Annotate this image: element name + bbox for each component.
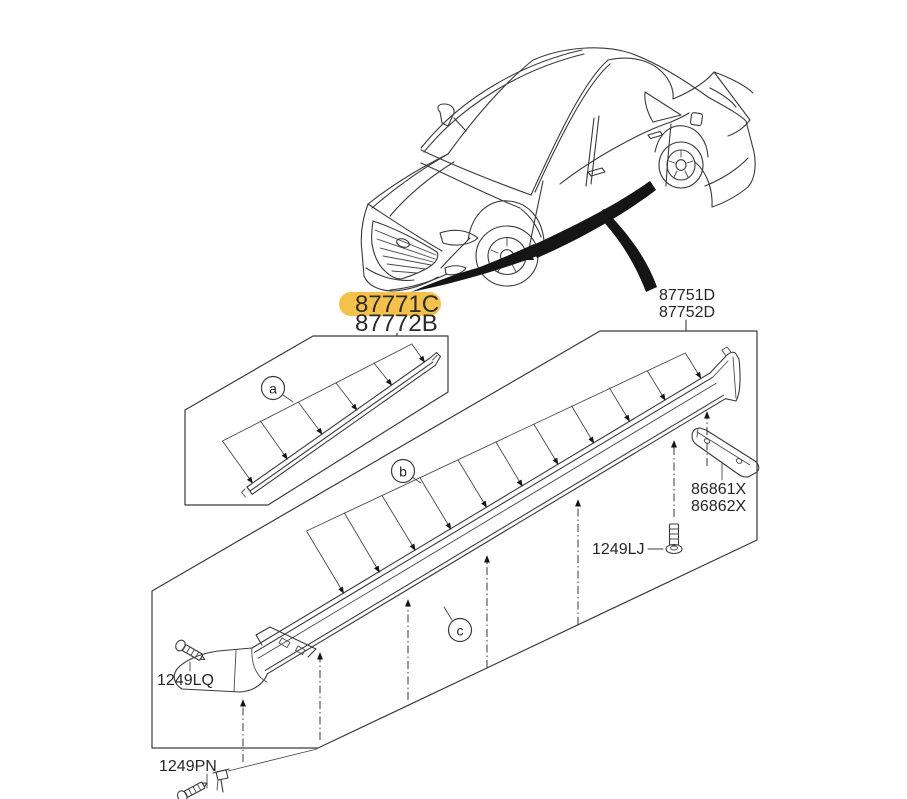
brand-logo xyxy=(396,238,410,248)
box-a-frame xyxy=(184,335,449,506)
part-number-1249LQ[interactable]: 1249LQ xyxy=(157,672,214,689)
screw-1249LQ xyxy=(175,639,206,661)
callout-c-letter: c xyxy=(457,623,464,639)
part-number-87752D[interactable]: 87752D xyxy=(659,304,715,321)
part-box-a: a xyxy=(184,335,449,506)
arrow-to-87771C xyxy=(411,244,540,292)
label-bracket: 86861X 86862X xyxy=(691,481,746,515)
part-number-87772B[interactable]: 87772B xyxy=(355,310,438,337)
callout-c[interactable]: c xyxy=(443,606,473,643)
label-side-moulding: 87751D 87752D xyxy=(659,287,715,332)
screw-1249LJ xyxy=(647,523,683,555)
part-number-1249PN[interactable]: 1249PN xyxy=(159,758,217,775)
part-highlight-pill[interactable] xyxy=(339,292,441,316)
side-mirror xyxy=(437,103,455,127)
moulding-strip-a xyxy=(241,351,442,498)
callout-b-letter: b xyxy=(399,464,407,480)
clip-1249PN xyxy=(212,768,230,793)
part-number-86861X[interactable]: 86861X xyxy=(691,481,746,498)
clip-arrow-comb-a xyxy=(222,343,425,484)
headlight xyxy=(439,229,479,246)
fog-lamp xyxy=(444,265,467,276)
part-number-86862X[interactable]: 86862X xyxy=(691,498,746,515)
bracket-86861X xyxy=(691,427,760,481)
moulding-strip-b xyxy=(173,346,741,693)
bumper-crease xyxy=(365,267,415,281)
clip-arrow-comb-b xyxy=(306,352,702,594)
part-box-bc: b c 86861X 86862X 1249L xyxy=(151,330,760,762)
sill-highlight-band-2 xyxy=(531,181,656,258)
fuel-door xyxy=(689,112,704,127)
vehicle-illustration xyxy=(360,47,756,292)
rear-wheel xyxy=(654,125,709,189)
arrow-to-87751D xyxy=(597,209,657,292)
part-number-87751D[interactable]: 87751D xyxy=(659,287,715,304)
front-grille xyxy=(365,203,479,291)
front-door-handle xyxy=(587,167,606,177)
callout-a-letter: a xyxy=(269,381,277,397)
part-number-87771C[interactable]: 87771C xyxy=(355,291,439,318)
callout-b[interactable]: b xyxy=(390,458,422,484)
part-number-1249LJ[interactable]: 1249LJ xyxy=(592,541,645,558)
fastener-1249PN: 1249PN xyxy=(159,748,318,799)
callout-a[interactable]: a xyxy=(260,375,294,403)
car-body-outline xyxy=(360,47,756,292)
fastener-lines-c xyxy=(240,411,710,762)
label-highlighted-part: 87771C 87772B xyxy=(339,291,441,337)
screw-1249PN-glyph xyxy=(176,781,208,799)
box-bc-frame xyxy=(151,330,758,749)
